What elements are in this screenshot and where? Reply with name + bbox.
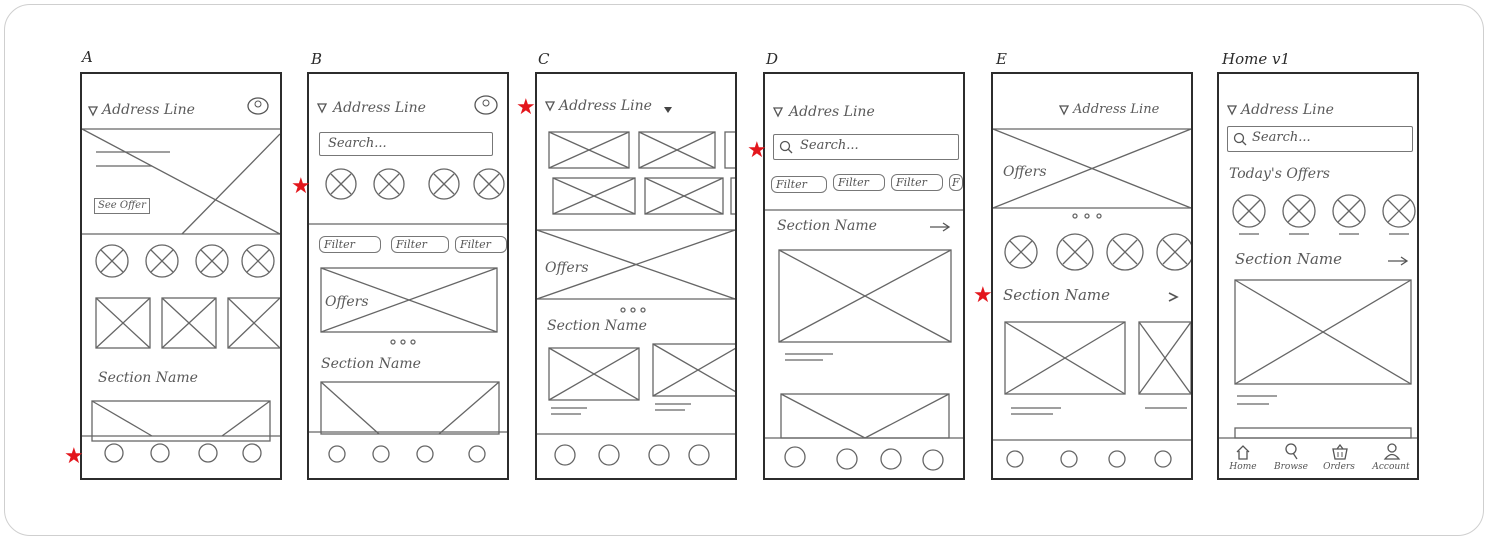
search-icon bbox=[1233, 132, 1247, 146]
wireframe-d: Addres Line Search... Filter Filter Filt… bbox=[763, 72, 965, 480]
wireframe-e: Address Line Offers Section Name bbox=[991, 72, 1193, 480]
filter-chip[interactable]: Filter bbox=[771, 176, 827, 193]
wireframe-b-sketch bbox=[309, 168, 507, 463]
arrow-right-icon[interactable] bbox=[1167, 292, 1179, 302]
browse-icon[interactable] bbox=[1283, 442, 1299, 460]
search-icon bbox=[779, 140, 793, 154]
frame-d-label: D bbox=[766, 50, 779, 68]
home-icon[interactable] bbox=[1235, 444, 1251, 460]
star-icon: ★ bbox=[64, 444, 84, 469]
location-pin-icon bbox=[773, 107, 783, 118]
star-icon: ★ bbox=[516, 95, 536, 120]
address-line: Addres Line bbox=[789, 104, 875, 120]
star-icon: ★ bbox=[291, 174, 311, 199]
section-title: Section Name bbox=[547, 318, 647, 334]
wireframe-home-sketch bbox=[1219, 194, 1417, 439]
offers-banner-label: Offers bbox=[545, 260, 589, 276]
wireframe-home-v1: Address Line Search... Today's Offers Se… bbox=[1217, 72, 1419, 480]
filter-chip[interactable]: Filter bbox=[891, 174, 943, 191]
search-input[interactable]: Search... bbox=[773, 134, 959, 160]
todays-offers-title: Today's Offers bbox=[1229, 166, 1330, 182]
filter-chip[interactable]: Filter bbox=[455, 236, 507, 253]
frame-c-label: C bbox=[538, 50, 550, 68]
wireframe-a: Address Line See Offer Section Name bbox=[80, 72, 282, 480]
nav-browse-label[interactable]: Browse bbox=[1274, 462, 1308, 472]
location-pin-icon bbox=[545, 101, 555, 112]
wireframe-c-sketch bbox=[537, 131, 735, 466]
address-line: Address Line bbox=[1073, 102, 1160, 117]
location-pin-icon bbox=[1227, 105, 1237, 116]
nav-home-label[interactable]: Home bbox=[1229, 462, 1257, 472]
location-pin-icon bbox=[1059, 105, 1069, 116]
filter-chip[interactable]: F bbox=[949, 174, 963, 191]
section-title: Section Name bbox=[98, 370, 198, 386]
section-title: Section Name bbox=[1235, 250, 1343, 268]
address-line: Address Line bbox=[1241, 102, 1334, 118]
frame-e-label: E bbox=[996, 50, 1007, 68]
wireframe-b: Address Line Search... Filter Filter Fil… bbox=[307, 72, 509, 480]
account-icon[interactable] bbox=[1383, 442, 1401, 460]
frame-home-label: Home v1 bbox=[1222, 50, 1290, 68]
offers-banner-label: Offers bbox=[325, 294, 369, 310]
filter-chip[interactable]: Filter bbox=[319, 236, 381, 253]
frame-b-label: B bbox=[311, 50, 323, 68]
dropdown-caret-icon[interactable] bbox=[663, 106, 673, 114]
arrow-right-icon[interactable] bbox=[929, 222, 951, 232]
section-title: Section Name bbox=[777, 218, 877, 234]
arrow-right-icon[interactable] bbox=[1387, 256, 1409, 266]
wireframe-a-sketch bbox=[82, 128, 280, 463]
offers-banner-label: Offers bbox=[1003, 164, 1047, 180]
filter-chip[interactable]: Filter bbox=[833, 174, 885, 191]
location-pin-icon bbox=[88, 106, 98, 117]
section-title: Section Name bbox=[321, 356, 421, 372]
profile-icon[interactable] bbox=[473, 94, 499, 116]
search-input[interactable]: Search... bbox=[319, 132, 493, 156]
profile-icon[interactable] bbox=[246, 96, 270, 116]
address-line: Address Line bbox=[102, 102, 195, 118]
see-offer-button[interactable]: See Offer bbox=[94, 198, 150, 214]
frame-a-label: A bbox=[82, 48, 93, 66]
star-icon: ★ bbox=[973, 283, 993, 308]
search-input[interactable]: Search... bbox=[1227, 126, 1413, 152]
address-line: Address Line bbox=[333, 100, 426, 116]
wireframe-d-sketch bbox=[765, 209, 963, 471]
location-pin-icon bbox=[317, 103, 327, 114]
wireframe-c: Address Line Offers Section Name bbox=[535, 72, 737, 480]
address-line: Address Line bbox=[559, 98, 652, 114]
nav-account-label[interactable]: Account bbox=[1372, 462, 1410, 472]
star-icon: ★ bbox=[747, 138, 767, 163]
nav-orders-label[interactable]: Orders bbox=[1323, 462, 1355, 472]
section-title: Section Name bbox=[1003, 286, 1111, 304]
filter-chip[interactable]: Filter bbox=[391, 236, 449, 253]
wireframe-e-sketch bbox=[993, 128, 1191, 468]
orders-icon[interactable] bbox=[1331, 444, 1349, 460]
